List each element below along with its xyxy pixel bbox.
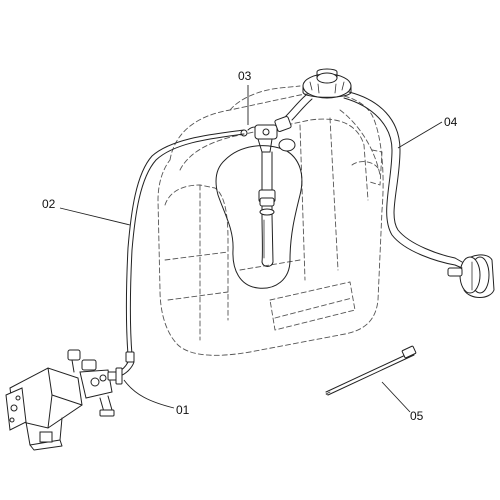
callout-05: 05 [410,409,424,423]
filter-cartridge [258,164,276,267]
callout-01: 01 [176,403,190,417]
fill-cap [302,68,352,99]
cable-tie [325,345,417,396]
callout-02: 02 [42,197,56,211]
leader-05 [381,381,411,413]
valve-assembly [240,116,296,166]
leader-02 [59,207,131,226]
callout-03: 03 [238,69,252,83]
tank-outline [157,85,384,356]
return-hose [285,91,456,266]
callout-04: 04 [444,115,458,129]
leader-04 [397,121,443,149]
inline-strainer [447,254,495,298]
leader-01 [123,379,175,409]
pump [5,349,123,451]
suction-hose [117,129,245,377]
leader-lines [59,85,443,413]
